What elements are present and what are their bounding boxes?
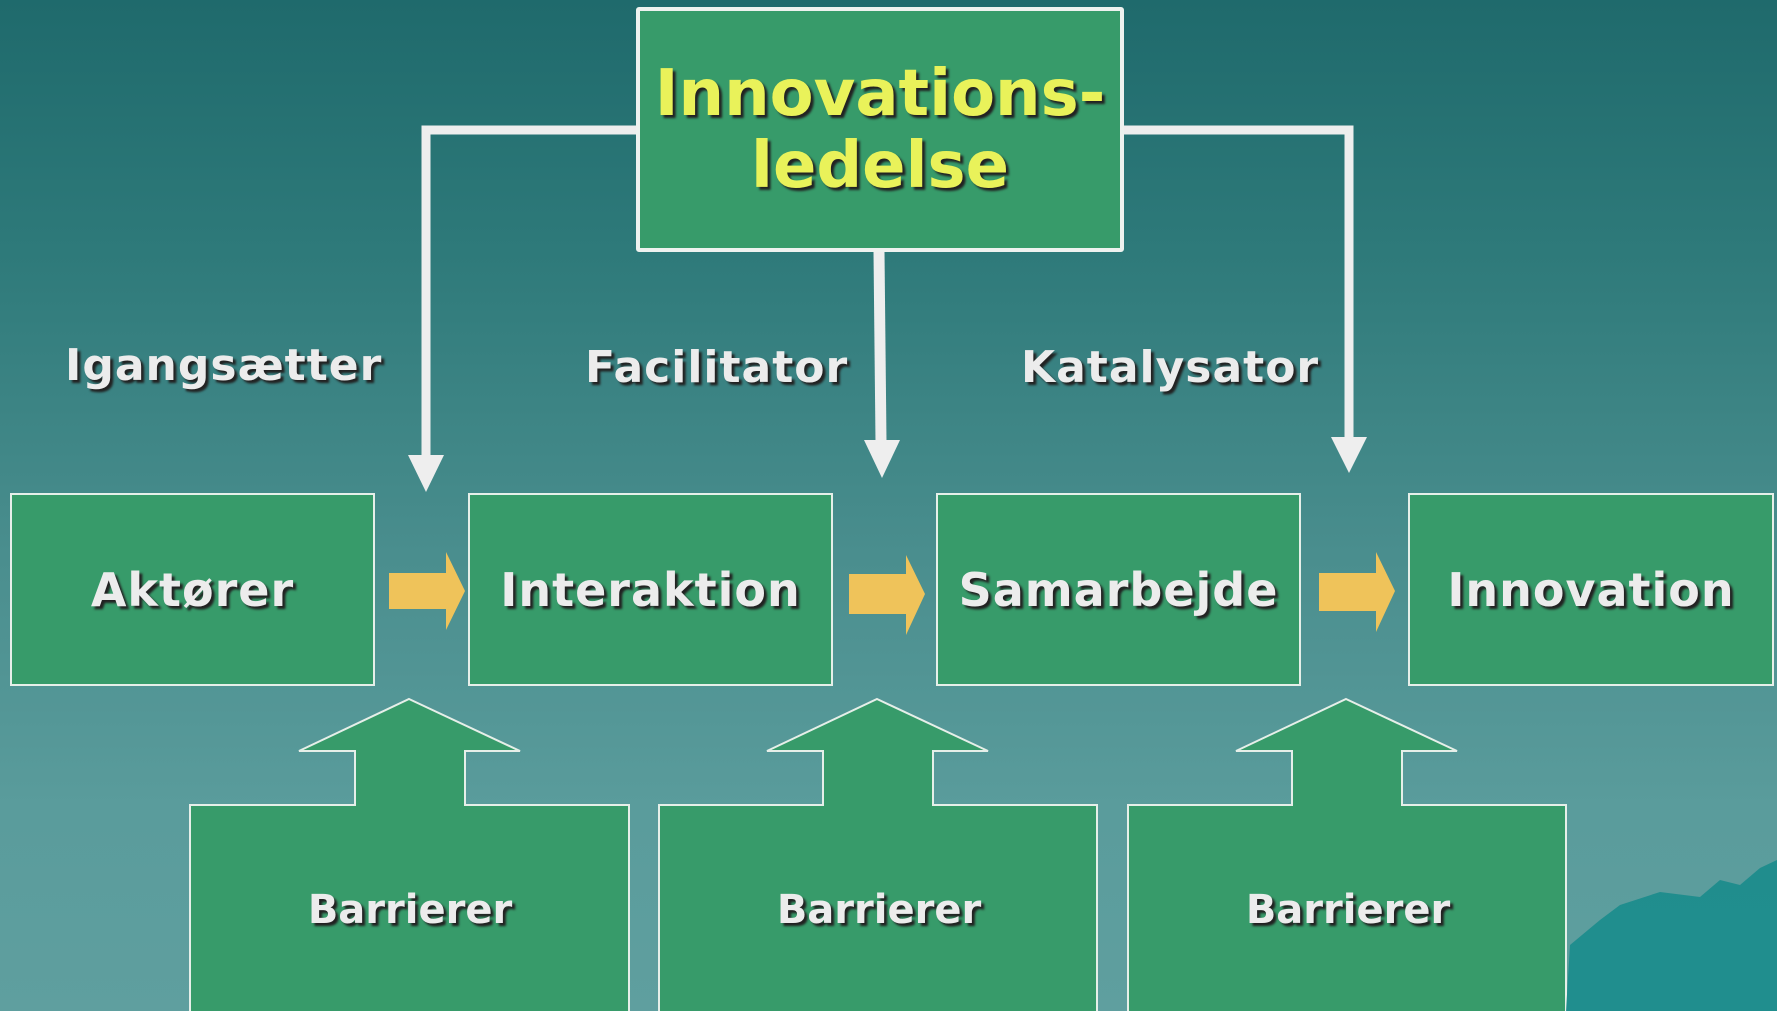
flow-arrow-3 <box>1319 552 1395 632</box>
innovationsledelse-box: Innovations- ledelse <box>636 7 1124 252</box>
flow-arrow-2 <box>849 555 925 635</box>
process-box-interaktion: Interaktion <box>468 493 833 686</box>
arrowhead-katalysator <box>1331 437 1367 473</box>
role-facilitator: Facilitator <box>585 342 849 393</box>
barrier-label-3: Barrierer <box>1245 887 1451 933</box>
title-text: Innovations- ledelse <box>654 56 1106 203</box>
process-box-aktoerer: Aktører <box>10 493 375 686</box>
arrowhead-igangsaetter <box>408 455 444 492</box>
barrier-shape-1 <box>189 697 630 1011</box>
connector-to-interaktion <box>421 125 636 458</box>
mountain-decoration <box>1566 860 1777 1011</box>
connector-to-innovation <box>1124 125 1354 440</box>
process-label-samarbejde: Samarbejde <box>958 562 1279 617</box>
process-label-innovation: Innovation <box>1447 562 1735 617</box>
role-katalysator: Katalysator <box>1021 342 1320 393</box>
barrier-shape-3 <box>1127 697 1567 1011</box>
flow-arrow-1 <box>389 552 465 630</box>
barrier-label-2: Barrierer <box>776 887 982 933</box>
barrier-label-1: Barrierer <box>307 887 513 933</box>
arrowhead-facilitator <box>864 440 900 478</box>
barrier-shape-2 <box>658 697 1098 1011</box>
role-igangsaetter: Igangsætter <box>65 340 383 391</box>
process-label-interaktion: Interaktion <box>500 562 801 617</box>
process-box-samarbejde: Samarbejde <box>936 493 1301 686</box>
process-box-innovation: Innovation <box>1408 493 1774 686</box>
connector-to-samarbejde <box>873 251 887 443</box>
process-label-aktoerer: Aktører <box>90 562 295 617</box>
